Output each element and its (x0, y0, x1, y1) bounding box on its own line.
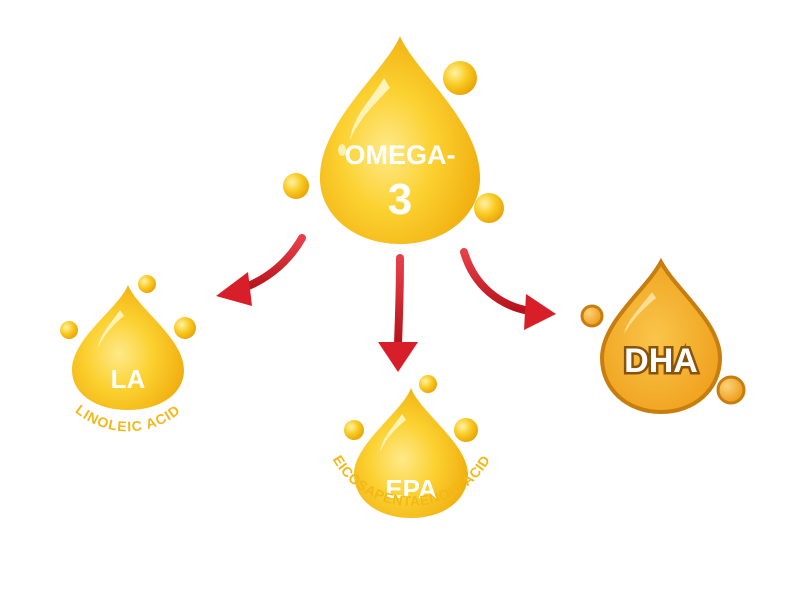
bubble (419, 375, 437, 393)
drop-highlight (350, 78, 390, 140)
bubble (344, 420, 364, 440)
la-label: LA (111, 364, 146, 394)
epa-label: EPA (385, 474, 437, 504)
epa-drop: EPA EICOSAPENTAENOIC ACID (330, 375, 493, 518)
drop-highlight (624, 292, 656, 334)
drop-highlight (380, 414, 406, 452)
dha-label: DHA (624, 342, 698, 380)
bubble (716, 375, 746, 405)
bubble (60, 321, 78, 339)
drop-highlight-dot (338, 144, 346, 156)
bubble (474, 193, 504, 223)
bubble (454, 418, 478, 442)
bubble (443, 61, 477, 95)
arrow-to-epa (378, 254, 418, 372)
omega3-label-line1: OMEGA- (345, 140, 456, 170)
bubble (580, 304, 604, 328)
drop-highlight (98, 310, 124, 348)
arrow-to-dha (460, 248, 556, 330)
dha-drop: DHA (580, 257, 746, 415)
la-drop: LA LINOLEIC ACID (60, 275, 196, 434)
omega3-label-line2: 3 (388, 175, 412, 224)
bubble (138, 275, 156, 293)
bubble (174, 317, 196, 339)
arrow-to-la (216, 234, 306, 306)
bubble (283, 173, 309, 199)
omega3-drop: OMEGA- 3 (283, 36, 504, 244)
